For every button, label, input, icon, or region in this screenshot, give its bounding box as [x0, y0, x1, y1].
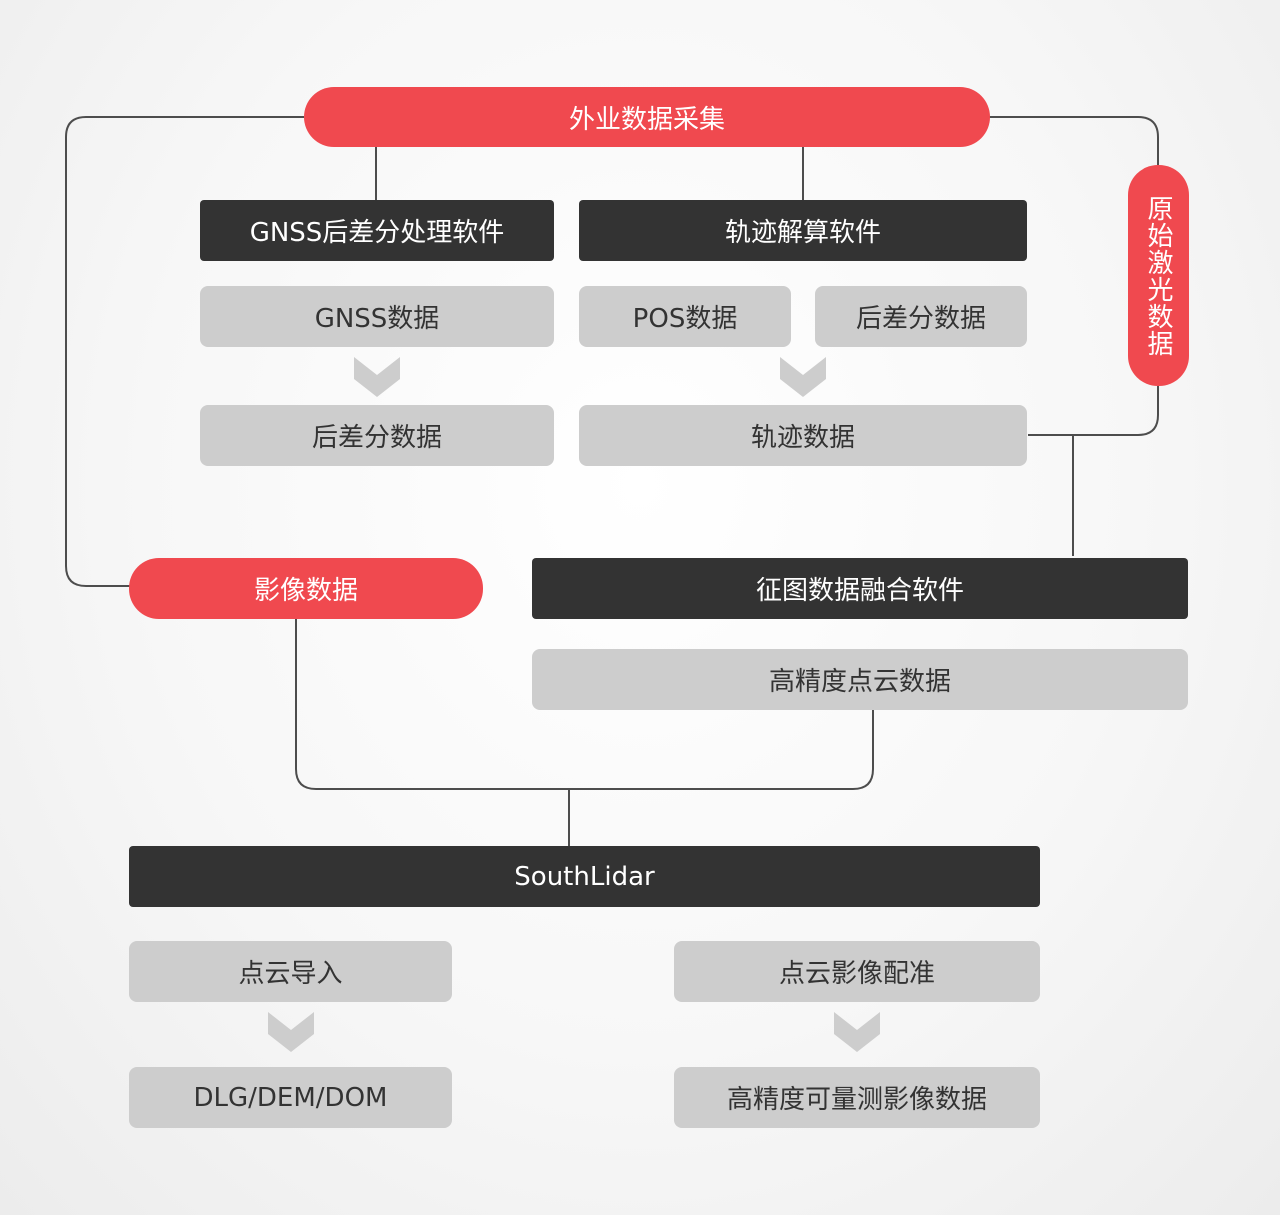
fusion-software-node: 征图数据融合软件	[532, 558, 1188, 619]
field-collection-node: 外业数据采集	[304, 87, 990, 147]
gnss-data-node: GNSS数据	[200, 286, 554, 347]
hd-measurable-image-node: 高精度可量测影像数据	[674, 1067, 1040, 1128]
connector-raw-laser-to-trajectory	[1028, 386, 1159, 436]
chevron-down-icon	[354, 357, 400, 397]
southlidar-node: SouthLidar	[129, 846, 1040, 907]
chevron-down-icon	[268, 1012, 314, 1052]
chevron-down-icon	[780, 357, 826, 397]
gnss-software-node: GNSS后差分处理软件	[200, 200, 554, 261]
image-data-node: 影像数据	[129, 558, 483, 619]
pointcloud-image-registration-node: 点云影像配准	[674, 941, 1040, 1002]
pointcloud-import-node: 点云导入	[129, 941, 452, 1002]
dlg-dem-dom-node: DLG/DEM/DOM	[129, 1067, 452, 1128]
connector-merge-to-southlidar	[295, 618, 874, 847]
hd-pointcloud-node: 高精度点云数据	[532, 649, 1188, 710]
post-diff-data-left-node: 后差分数据	[200, 405, 554, 466]
raw-laser-node: 原始激光数据	[1128, 165, 1189, 386]
connector-field-to-raw-laser	[988, 116, 1159, 165]
trajectory-software-node: 轨迹解算软件	[579, 200, 1027, 261]
post-diff-data-right-node: 后差分数据	[815, 286, 1027, 347]
connector-field-to-image	[65, 116, 304, 587]
pos-data-node: POS数据	[579, 286, 791, 347]
trajectory-data-node: 轨迹数据	[579, 405, 1027, 466]
chevron-down-icon	[834, 1012, 880, 1052]
